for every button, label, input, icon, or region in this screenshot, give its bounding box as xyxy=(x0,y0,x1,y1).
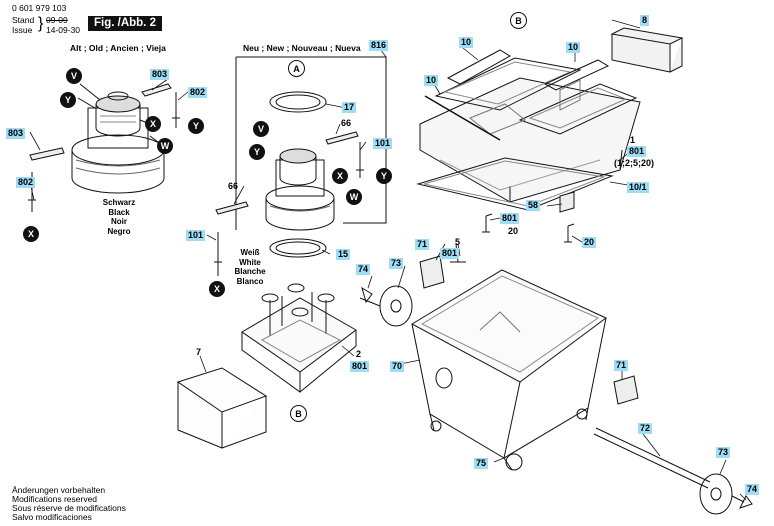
marker-v-new: V xyxy=(253,121,269,137)
callout-10-b[interactable]: 10 xyxy=(566,42,581,53)
issue-value: 14-09-30 xyxy=(46,25,81,35)
gasket-10-b xyxy=(543,59,610,91)
callout-73-b[interactable]: 73 xyxy=(716,447,731,458)
footer-line-es: Salvo modificaciones xyxy=(12,512,92,522)
callout-73-a[interactable]: 73 xyxy=(389,258,404,269)
marker-y-new: Y xyxy=(249,144,265,160)
motor-housing-drawing xyxy=(241,283,357,393)
foam-block-drawing xyxy=(610,27,684,73)
callout-8[interactable]: 8 xyxy=(640,15,650,26)
callout-20-b[interactable]: 20 xyxy=(582,237,597,248)
marker-b-lid: B xyxy=(510,12,527,29)
callout-66-a: 66 xyxy=(341,118,352,128)
callout-17[interactable]: 17 xyxy=(342,102,357,113)
callout-101-a[interactable]: 101 xyxy=(373,138,393,149)
color-note-black-en: Black xyxy=(108,207,130,217)
seal-drawing xyxy=(416,157,614,211)
callout-15[interactable]: 15 xyxy=(336,249,351,260)
new-brush-66-left xyxy=(215,201,249,215)
callout-2: 2 xyxy=(356,349,362,359)
header-bracket: } xyxy=(38,15,44,32)
filter-drawing xyxy=(176,367,268,449)
gasket-10-a xyxy=(446,49,511,85)
wheel-73-right xyxy=(699,473,733,515)
color-note-black-es: Negro xyxy=(107,226,131,236)
part-number: 0 601 979 103 xyxy=(12,3,67,13)
color-note-black: Schwarz Black Noir Negro xyxy=(89,198,149,236)
marker-x-new-bottom: X xyxy=(209,281,225,297)
callout-101-b[interactable]: 101 xyxy=(186,230,206,241)
new-brush-66-top xyxy=(325,131,359,145)
marker-y-old: Y xyxy=(60,92,76,108)
marker-a: A xyxy=(288,60,305,77)
callout-58[interactable]: 58 xyxy=(526,200,541,211)
color-note-white-en: White xyxy=(239,257,261,267)
callout-5: 5 xyxy=(455,237,461,247)
wheel-73-left xyxy=(379,285,413,327)
callout-75[interactable]: 75 xyxy=(474,458,489,469)
callout-71-a[interactable]: 71 xyxy=(415,239,430,250)
callout-72[interactable]: 72 xyxy=(638,423,653,434)
color-note-white-es: Blanco xyxy=(236,276,264,286)
callout-803-b[interactable]: 803 xyxy=(6,128,26,139)
tube-drawing xyxy=(593,427,711,489)
color-note-white-de: Weiß xyxy=(240,248,260,257)
new-motor-drawing xyxy=(265,91,335,258)
figure-label: Fig. /Abb. 2 xyxy=(88,16,162,31)
footer-line-de: Änderungen vorbehalten xyxy=(12,485,106,495)
callout-801-latch[interactable]: 801 xyxy=(440,248,460,259)
callout-66-b: 66 xyxy=(228,181,239,191)
callout-801-screw[interactable]: 801 xyxy=(500,213,520,224)
callout-10-1[interactable]: 10/1 xyxy=(627,182,649,193)
bucket-drawing xyxy=(410,269,607,471)
lid-drawing xyxy=(419,57,641,203)
marker-y-new-right: Y xyxy=(376,168,392,184)
marker-w-new: W xyxy=(346,189,362,205)
callout-803-a[interactable]: 803 xyxy=(150,69,170,80)
footer-line-fr: Sous réserve de modifications xyxy=(12,503,126,513)
callout-20-a: 20 xyxy=(508,226,519,236)
color-note-white: Weiß White Blanche Blanco xyxy=(226,248,274,286)
color-note-black-de: Schwarz xyxy=(102,198,136,207)
color-note-black-fr: Noir xyxy=(111,217,127,226)
footer-line-en: Modifications reserved xyxy=(12,494,98,504)
stand-label: Stand xyxy=(12,15,35,25)
callout-801-lid[interactable]: 801 xyxy=(627,146,647,157)
old-brush-803-left xyxy=(29,147,65,161)
stand-old-value: 09-09 xyxy=(46,15,68,25)
marker-y-old-right: Y xyxy=(188,118,204,134)
old-motor-drawing xyxy=(71,91,165,194)
callout-802-b[interactable]: 802 xyxy=(16,177,36,188)
callout-10-a[interactable]: 10 xyxy=(459,37,474,48)
marker-v-old: V xyxy=(66,68,82,84)
callout-801-housing[interactable]: 801 xyxy=(350,361,370,372)
callout-70[interactable]: 70 xyxy=(390,361,405,372)
marker-w-old: W xyxy=(157,138,173,154)
callout-802-a[interactable]: 802 xyxy=(188,87,208,98)
callout-816[interactable]: 816 xyxy=(369,40,389,51)
marker-x-old: X xyxy=(145,116,161,132)
callout-74-b[interactable]: 74 xyxy=(745,484,760,495)
section-new-title: Neu ; New ; Nouveau ; Nueva xyxy=(243,43,361,53)
section-old-title: Alt ; Old ; Ancien ; Vieja xyxy=(70,43,166,53)
callout-1: 1 xyxy=(630,135,636,145)
marker-x-old-bottom: X xyxy=(23,226,39,242)
issue-label: Issue xyxy=(12,25,33,35)
callout-801-note: (1;2;5;20) xyxy=(614,158,655,168)
marker-b-housing: B xyxy=(290,405,307,422)
callout-74-a[interactable]: 74 xyxy=(356,264,371,275)
old-brush-803-top xyxy=(141,83,172,97)
callout-10-c[interactable]: 10 xyxy=(424,75,439,86)
callout-71-b[interactable]: 71 xyxy=(614,360,629,371)
marker-x-new: X xyxy=(332,168,348,184)
callout-7: 7 xyxy=(196,347,202,357)
color-note-white-fr: Blanche xyxy=(234,267,266,276)
